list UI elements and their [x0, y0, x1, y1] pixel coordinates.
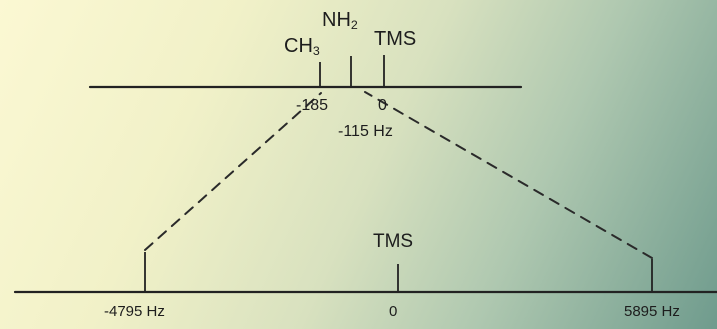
bottom-center-tick-label: 0 — [389, 303, 398, 320]
bottom-right-tick-label: 5895 Hz — [624, 303, 680, 320]
ch3-label: CH3 — [284, 36, 320, 57]
tms-top-label: TMS — [374, 28, 417, 50]
nh2-label: NH2 — [322, 10, 358, 31]
nh2-tick-label: -115 Hz — [338, 123, 393, 140]
right-dashed-connector — [364, 91, 653, 259]
nh2-label-base: NH — [322, 9, 351, 31]
tms-top-tick-label: 0 — [378, 97, 387, 114]
tms-bottom-label: TMS — [373, 231, 414, 252]
nh2-label-subscript: 2 — [350, 17, 358, 32]
left-dashed-connector — [144, 92, 322, 251]
ch3-tick-label: -185 — [296, 97, 329, 114]
ch3-label-base: CH — [284, 35, 313, 57]
bottom-left-tick-label: -4795 Hz — [104, 303, 165, 320]
ch3-label-subscript: 3 — [312, 43, 320, 58]
